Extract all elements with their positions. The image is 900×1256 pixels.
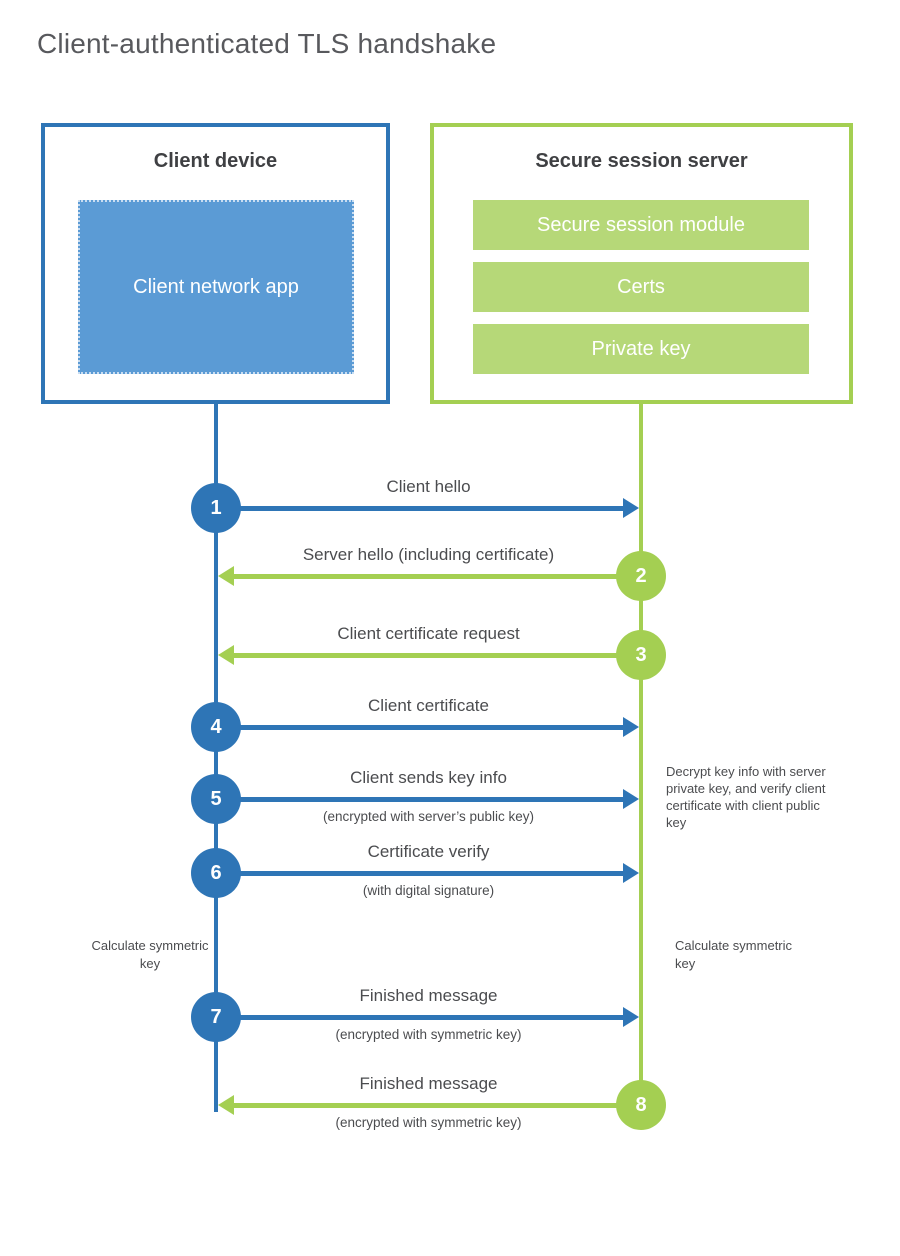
step-7-sublabel: (encrypted with symmetric key) xyxy=(335,1027,522,1042)
step-6-badge: 6 xyxy=(191,848,241,898)
client-lifeline xyxy=(214,404,218,1112)
step-7-badge: 7 xyxy=(191,992,241,1042)
arrow-left-icon xyxy=(218,645,234,665)
step-2-label: Server hello (including certificate) xyxy=(302,545,555,564)
step-1-label: Client hello xyxy=(386,477,471,496)
arrow-right-icon xyxy=(623,1007,639,1027)
step-6-label: Certificate verify xyxy=(367,842,490,861)
arrow-right-icon xyxy=(623,863,639,883)
step-8-sublabel: (encrypted with symmetric key) xyxy=(335,1115,522,1130)
step-2-badge: 2 xyxy=(616,551,666,601)
step-1-arrow xyxy=(216,506,623,511)
arrow-right-icon xyxy=(623,789,639,809)
server-lifeline xyxy=(639,404,643,1105)
arrow-left-icon xyxy=(218,1095,234,1115)
step-7-arrow xyxy=(216,1015,623,1020)
step-6-sublabel: (with digital signature) xyxy=(362,883,495,898)
step-3-label: Client certificate request xyxy=(337,624,520,643)
calculate-symmetric-key-note-client: Calculate symmetric key xyxy=(91,938,209,971)
step-8-badge: 8 xyxy=(616,1080,666,1130)
step-5-label: Client sends key info xyxy=(350,768,507,787)
step-1-badge: 1 xyxy=(191,483,241,533)
step-4-arrow xyxy=(216,725,623,730)
client-network-app-box: Client network app xyxy=(78,200,354,374)
module-bar-secure-session-module: Secure session module xyxy=(473,200,809,250)
arrow-right-icon xyxy=(623,717,639,737)
decrypt-key-note: Decrypt key info with server private key… xyxy=(666,764,826,830)
step-3-badge: 3 xyxy=(616,630,666,680)
step-7-label: Finished message xyxy=(359,986,498,1005)
step-4-badge: 4 xyxy=(191,702,241,752)
page-title: Client-authenticated TLS handshake xyxy=(37,28,497,59)
step-8-arrow xyxy=(234,1103,641,1108)
module-bar-private-key: Private key xyxy=(473,324,809,374)
client-device-heading: Client device xyxy=(153,150,278,172)
arrow-left-icon xyxy=(218,566,234,586)
step-5-arrow xyxy=(216,797,623,802)
arrow-right-icon xyxy=(623,498,639,518)
module-bar-certs: Certs xyxy=(473,262,809,312)
calculate-symmetric-key-note-server: Calculate symmetric key xyxy=(675,938,793,971)
client-network-app-label: Client network app xyxy=(133,275,299,298)
step-5-sublabel: (encrypted with server’s public key) xyxy=(322,809,535,824)
step-6-arrow xyxy=(216,871,623,876)
step-4-label: Client certificate xyxy=(368,696,489,715)
step-5-badge: 5 xyxy=(191,774,241,824)
step-2-arrow xyxy=(234,574,641,579)
step-8-label: Finished message xyxy=(359,1074,498,1093)
step-3-arrow xyxy=(234,653,641,658)
secure-session-server-heading: Secure session server xyxy=(535,150,748,172)
